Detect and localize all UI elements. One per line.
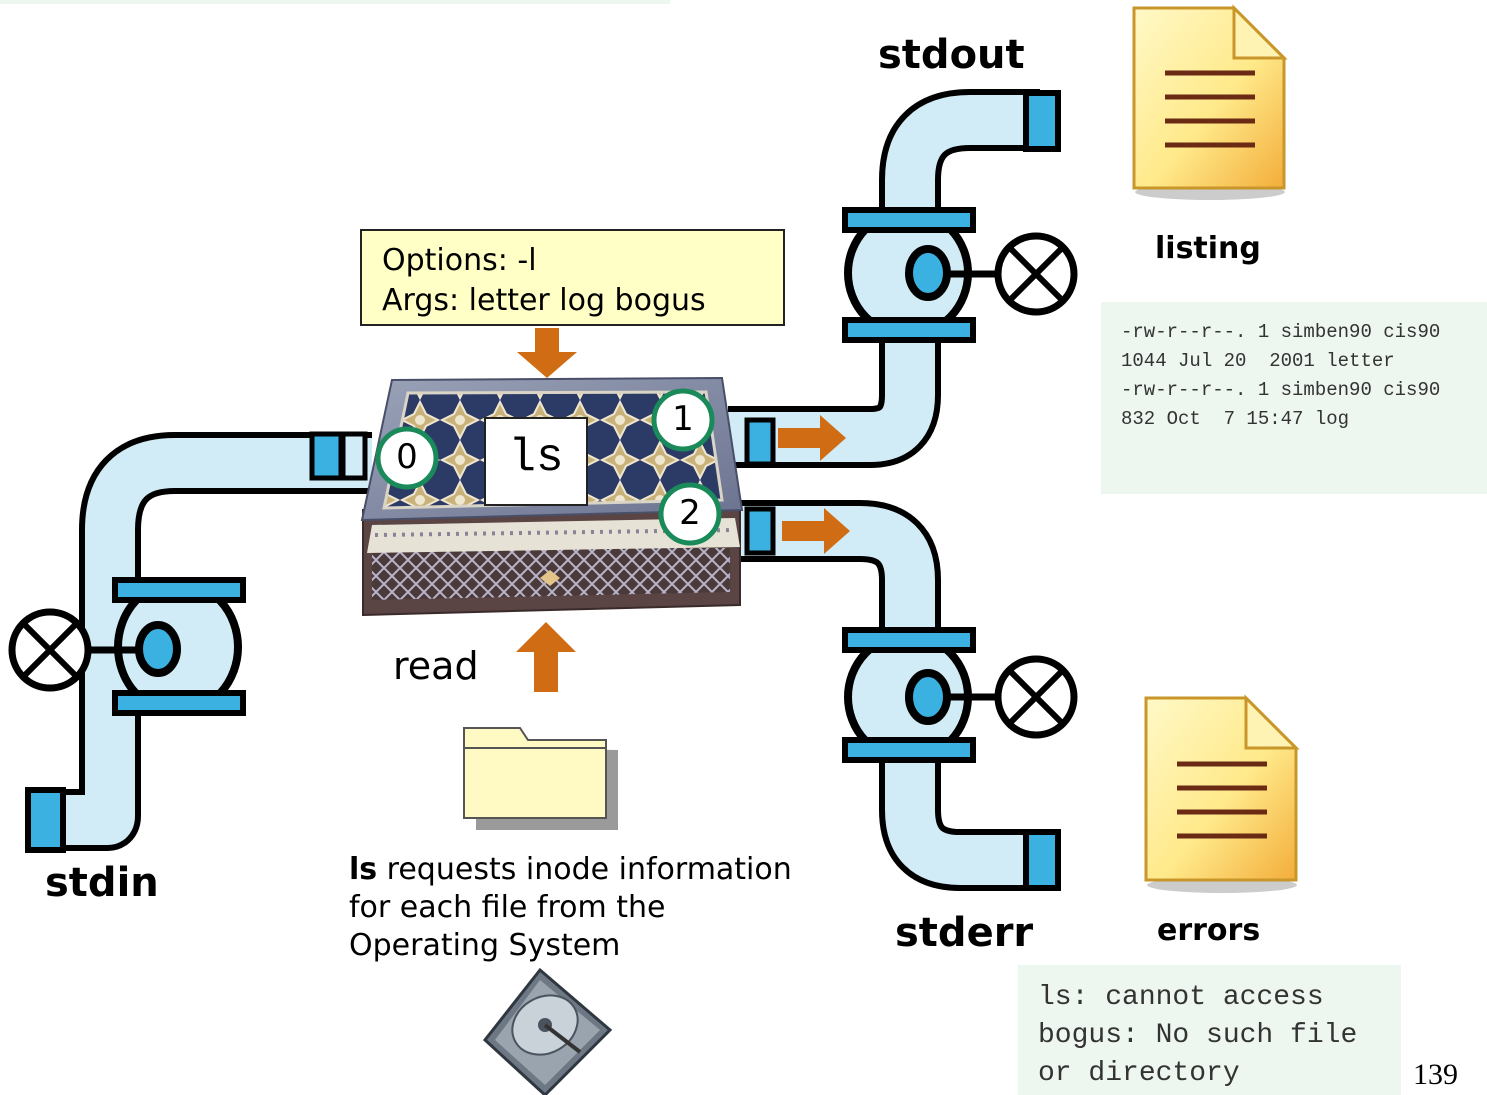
command-label-box: [484, 417, 588, 506]
stdout-valve: [842, 207, 1078, 343]
options-note: Options: -l Args: letter log bogus: [360, 229, 785, 326]
command-name: ls: [508, 432, 564, 484]
error-output: ls: cannot access bogus: No such file or…: [1018, 965, 1401, 1095]
errors-document-icon: [1144, 694, 1300, 893]
folder-icon: [463, 727, 618, 830]
stdout-label: stdout: [878, 32, 1025, 78]
fd-2-label: 2: [679, 493, 701, 533]
ls-description-command: ls: [349, 852, 378, 887]
stderr-label: stderr: [895, 910, 1034, 956]
hard-disk-icon: [482, 967, 613, 1095]
stdin-valve: [8, 577, 246, 716]
ls-description: ls requests inode information for each f…: [349, 851, 809, 965]
stdin-pipe: [25, 431, 372, 853]
fd-badge-1: [651, 388, 715, 452]
stdin-label: stdin: [45, 860, 159, 906]
stderr-valve: [842, 627, 1078, 763]
options-line: Options: -l: [382, 243, 537, 278]
arrow-stdout-right: [778, 415, 846, 461]
top-strip: [0, 0, 670, 4]
page-number: 139: [1413, 1058, 1458, 1091]
ls-description-text: requests inode information for each file…: [349, 852, 792, 963]
stdout-pipe: [728, 89, 1061, 468]
arrow-stderr-right: [782, 508, 850, 554]
fd-badge-0: [375, 426, 439, 490]
read-label: read: [393, 644, 479, 688]
listing-output: -rw-r--r--. 1 simben90 cis90 1044 Jul 20…: [1101, 302, 1487, 494]
fd-badge-2: [658, 482, 722, 546]
args-line: Args: letter log bogus: [382, 283, 706, 318]
listing-document-icon: [1132, 4, 1288, 200]
errors-label: errors: [1157, 913, 1261, 948]
arrow-read-up: [516, 622, 576, 692]
listing-label: listing: [1155, 231, 1261, 266]
fd-0-label: 0: [396, 437, 418, 477]
arrow-options-down: [517, 328, 577, 378]
fd-1-label: 1: [672, 399, 694, 439]
